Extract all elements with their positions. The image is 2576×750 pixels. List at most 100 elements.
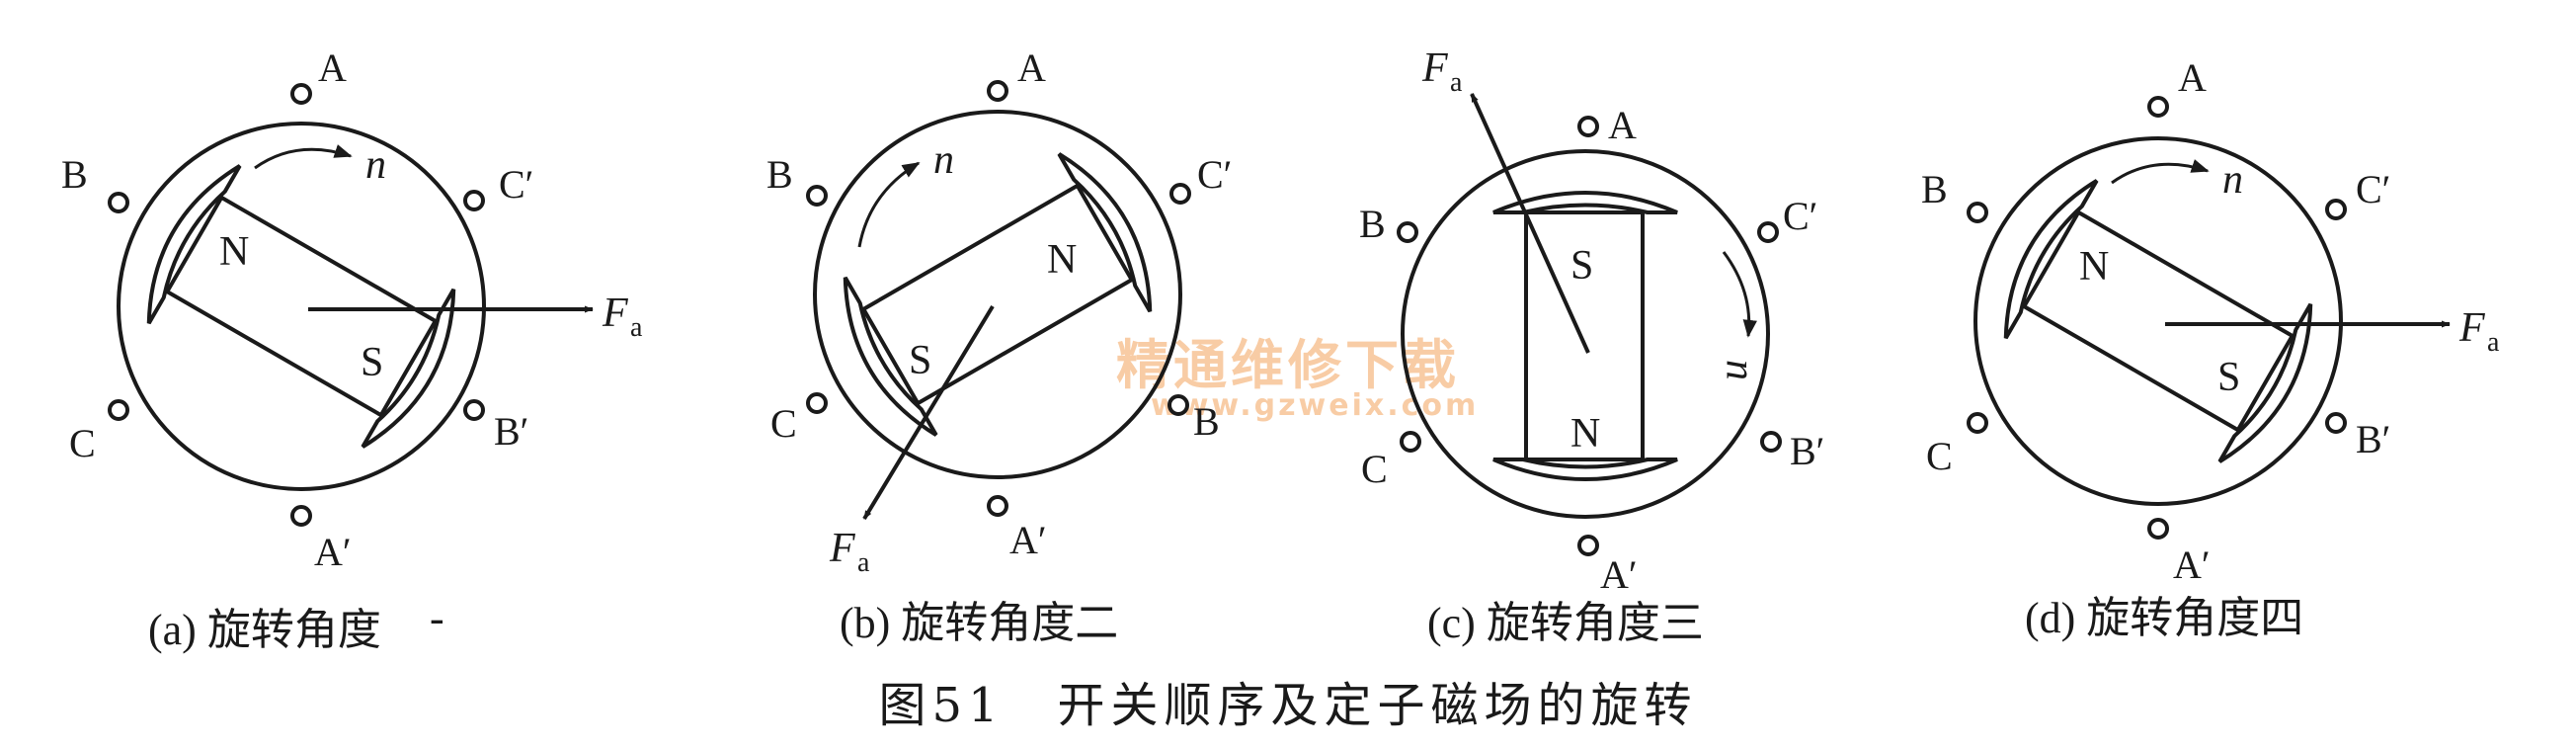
terminal-b-prime	[1760, 431, 1782, 453]
label-c: C	[1361, 447, 1388, 491]
terminal-c	[1967, 412, 1988, 434]
label-a: A	[318, 45, 347, 90]
rotor-body	[1524, 210, 1645, 461]
rotor-body	[860, 183, 1135, 406]
stator-circle	[117, 122, 486, 491]
terminal-c-prime	[2325, 199, 2347, 220]
rotor-body	[164, 195, 439, 418]
label-b-prime: B′	[1790, 429, 1824, 473]
rotation-arrow	[254, 144, 353, 170]
label-b: B	[766, 152, 793, 197]
terminal-c	[1400, 431, 1421, 453]
pole-shoe-north	[146, 164, 242, 325]
terminal-b-prime	[463, 399, 485, 421]
label-b: B	[61, 152, 88, 197]
terminal-b-prime	[1167, 394, 1189, 416]
rotation-arrow	[857, 161, 921, 248]
label-c: C	[69, 421, 96, 465]
force-label: F	[2458, 305, 2485, 351]
panel-a	[117, 122, 594, 491]
terminal-a-prime	[290, 505, 312, 527]
panel-c	[1401, 93, 1770, 519]
caption-b: (b) 旋转角度二	[840, 599, 1118, 647]
label-b-prime: B	[1193, 399, 1220, 444]
label-c-prime: C′	[499, 162, 533, 207]
rotation-arrow	[1722, 251, 1757, 338]
stator-circle	[1401, 149, 1770, 519]
pole-shoe-north	[1057, 152, 1153, 313]
label-a: A	[1017, 45, 1046, 90]
pole-shoe-south	[361, 288, 456, 449]
pole-north: N	[1047, 237, 1077, 283]
terminal-c	[806, 392, 828, 414]
terminal-c-prime	[1757, 221, 1779, 243]
pole-south: S	[361, 340, 383, 385]
panel-b-text: A B C′ C B A′ N S n F a (b) 旋转角度二	[766, 45, 1232, 647]
speed-label: n	[2222, 157, 2243, 203]
force-subscript: a	[857, 547, 870, 578]
rotor-body	[2021, 209, 2295, 433]
stator-circle	[1973, 136, 2343, 506]
speed-label: n	[365, 142, 386, 188]
pole-south: S	[1570, 243, 1593, 289]
force-arrow	[1470, 93, 1590, 354]
terminal-a	[290, 83, 312, 105]
panel-b	[813, 110, 1182, 521]
panel-a-terminals	[108, 83, 485, 527]
label-a-prime: A′	[1009, 518, 1047, 562]
label-c-prime: C′	[1197, 152, 1232, 197]
panel-a-text: A B C′ C B′ A′ N S n F a (a) 旋转角度 -	[61, 45, 643, 654]
terminal-a	[1577, 116, 1599, 137]
label-b-prime: B′	[2356, 417, 2390, 461]
label-c: C	[1926, 434, 1953, 478]
panel-d-text: A B C′ C B′ A′ N S n F a (d) 旋转角度四	[1921, 55, 2500, 642]
force-label: F	[1421, 45, 1448, 91]
label-a-prime: A′	[1600, 552, 1638, 597]
pole-north: N	[2079, 244, 2109, 290]
pole-shoe-south	[843, 276, 938, 437]
terminal-b-prime	[2325, 412, 2347, 434]
terminal-b	[806, 185, 828, 207]
caption-a-mark: -	[430, 594, 444, 642]
force-subscript: a	[2487, 327, 2500, 358]
force-label: F	[829, 526, 855, 571]
caption-c: (c) 旋转角度三	[1427, 599, 1704, 647]
panel-c-text: A B C′ C B′ A′ S N u F a (c) 旋转角度三	[1359, 45, 1824, 647]
rotation-arrow	[2111, 159, 2210, 185]
label-b-prime: B′	[494, 409, 528, 454]
terminal-b	[108, 192, 129, 213]
speed-label: n	[933, 137, 954, 183]
watermark: 精通维修下载 www.gzweix.com	[1116, 334, 1476, 423]
pole-south: S	[909, 338, 931, 383]
stator-circle	[813, 110, 1182, 479]
force-label: F	[602, 291, 628, 336]
caption-a: (a) 旋转角度	[148, 606, 381, 654]
terminal-a	[987, 80, 1008, 102]
caption-d: (d) 旋转角度四	[2025, 594, 2303, 642]
label-a: A	[1608, 103, 1637, 147]
force-subscript: a	[1450, 67, 1463, 98]
terminal-a-prime	[1577, 535, 1599, 556]
terminal-c	[108, 399, 129, 421]
terminal-a-prime	[987, 495, 1008, 517]
terminal-c-prime	[1169, 183, 1191, 205]
panel-d	[1973, 136, 2451, 506]
force-subscript: a	[630, 312, 643, 343]
terminal-b	[1397, 221, 1418, 243]
panel-d-terminals	[1967, 96, 2347, 540]
label-c-prime: C′	[1783, 194, 1817, 238]
label-b: B	[1359, 202, 1386, 246]
pole-south: S	[2217, 355, 2240, 400]
label-c-prime: C′	[2356, 167, 2390, 211]
panel-b-terminals	[806, 80, 1191, 517]
panel-c-terminals	[1397, 116, 1782, 556]
pole-shoe-south	[2217, 302, 2313, 463]
label-a-prime: A′	[2173, 542, 2211, 587]
figure-title: 图51 开关顺序及定子磁场的旋转	[878, 678, 1697, 733]
label-b: B	[1921, 167, 1948, 211]
terminal-a-prime	[2147, 518, 2169, 540]
terminal-a	[2147, 96, 2169, 118]
terminal-c-prime	[463, 190, 485, 211]
force-arrow	[862, 304, 995, 521]
